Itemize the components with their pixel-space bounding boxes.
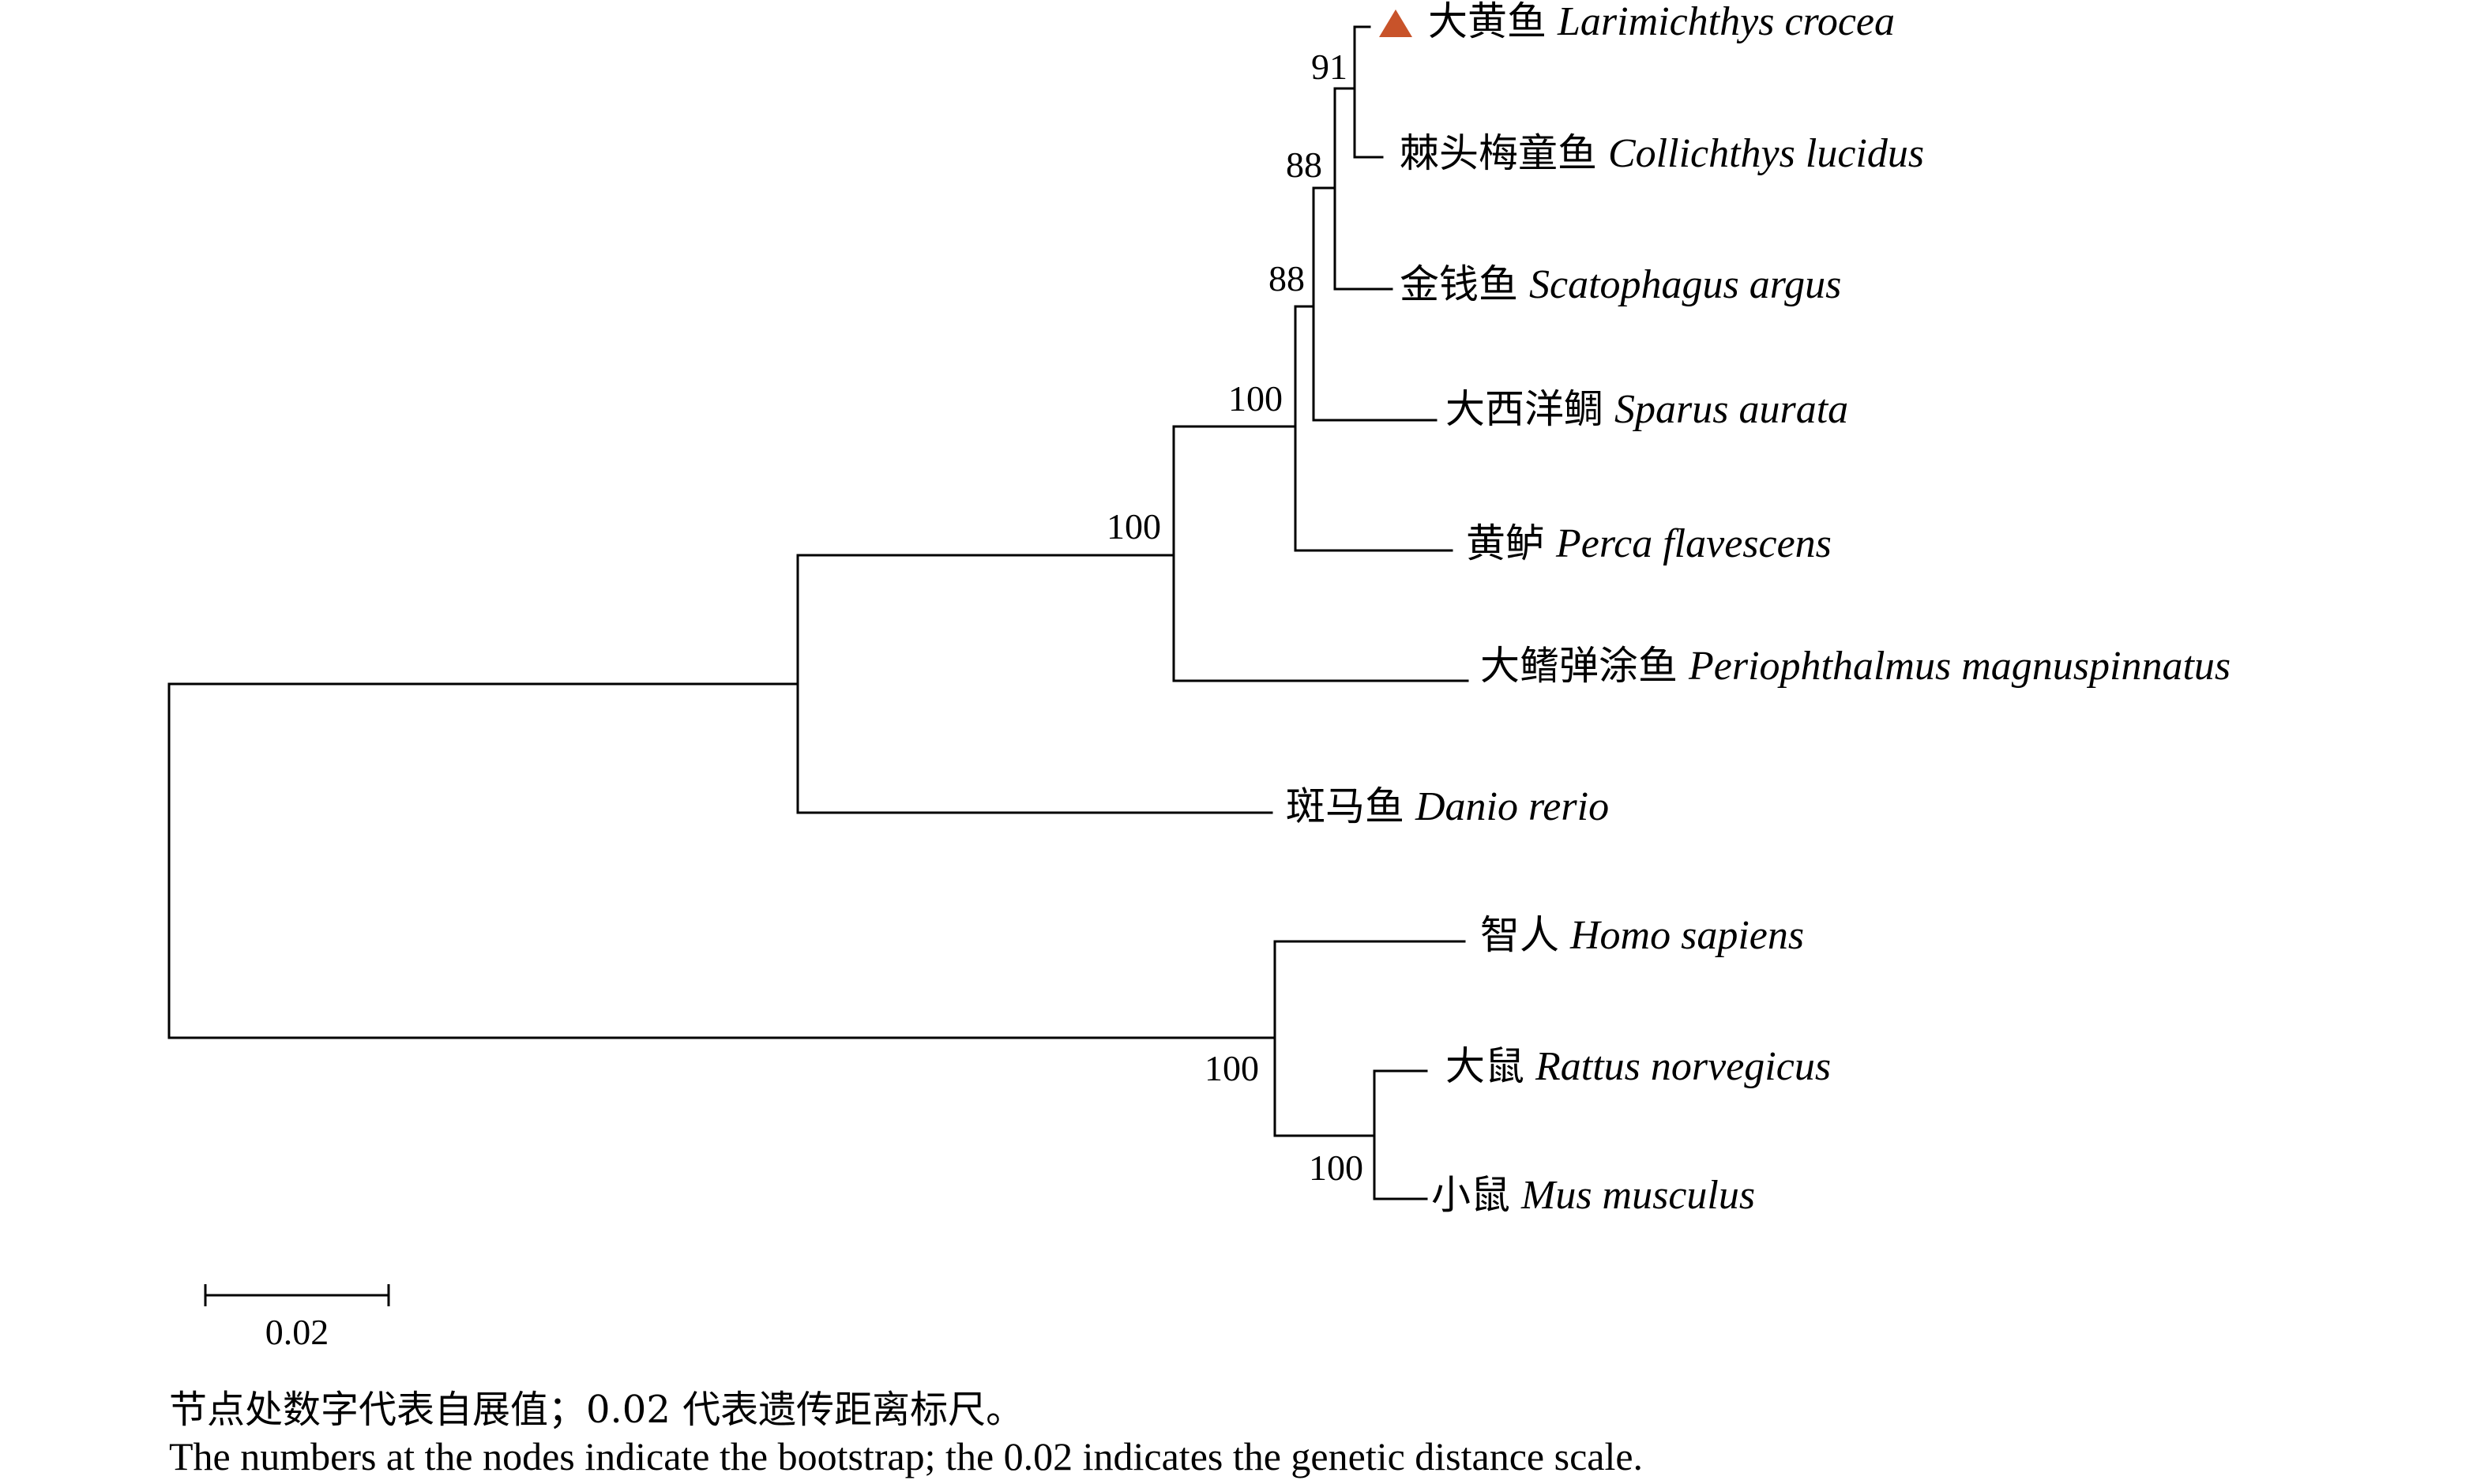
- bootstrap-larimichthys-collichthys: 91: [1311, 47, 1347, 87]
- bootstrap-values: 91 88 88 100 100 100 100: [1107, 47, 1363, 1188]
- scale-bar-label: 0.02: [265, 1312, 329, 1352]
- taxon-latin-name: Danio rerio: [1415, 784, 1609, 829]
- scale-bar: 0.02: [204, 1284, 390, 1352]
- taxon-cn-name: 大西洋鲷: [1445, 386, 1603, 432]
- taxon-cn-name: 大鼠: [1445, 1043, 1524, 1089]
- bootstrap-plus-sparus: 88: [1268, 258, 1305, 299]
- taxon-latin-name: Perca flavescens: [1555, 521, 1832, 566]
- taxon-cn-name: 小鼠: [1431, 1172, 1510, 1218]
- taxon-latin-name: Mus musculus: [1520, 1173, 1755, 1218]
- taxon-cn-name: 大黄鱼: [1428, 0, 1547, 44]
- taxon-cn-name: 斑马鱼: [1286, 783, 1404, 829]
- taxon-cn-name: 金钱鱼: [1400, 261, 1518, 307]
- taxon-latin-name: Scatophagus argus: [1529, 262, 1841, 307]
- taxon-cn-name: 棘头梅童鱼: [1400, 130, 1597, 176]
- taxon-cn-name: 黄鲈: [1466, 520, 1545, 566]
- taxon-latin-name: Periophthalmus magnuspinnatus: [1688, 644, 2231, 689]
- taxon-latin-name: Sparus aurata: [1614, 387, 1848, 432]
- bootstrap-plus-perca: 100: [1228, 378, 1283, 419]
- bootstrap-sciaenid-scatophagus: 88: [1286, 145, 1322, 185]
- taxon-latin-name: Collichthys lucidus: [1608, 131, 1924, 176]
- tree-branches: [167, 25, 1469, 1200]
- taxon-latin-name: Homo sapiens: [1569, 913, 1804, 958]
- taxon-cn-name: 智人: [1480, 912, 1559, 958]
- bootstrap-rodents: 100: [1309, 1148, 1363, 1188]
- bootstrap-plus-periophthalmus: 100: [1107, 506, 1161, 547]
- bootstrap-mammals: 100: [1205, 1048, 1259, 1088]
- caption-chinese: 节点处数字代表自展值；0.02 代表遗传距离标尺。: [169, 1388, 1024, 1432]
- caption-english: The numbers at the nodes indicate the bo…: [169, 1434, 1644, 1478]
- taxon-latin-name: Larimichthys crocea: [1557, 0, 1895, 44]
- taxon-latin-name: Rattus norvegicus: [1535, 1044, 1831, 1089]
- triangle-marker-icon: [1379, 9, 1412, 37]
- taxon-cn-name: 大鳍弹涂鱼: [1480, 643, 1678, 689]
